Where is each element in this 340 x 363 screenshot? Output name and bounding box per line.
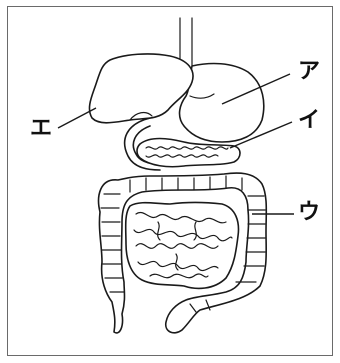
label-e: エ [30,118,52,140]
liver [89,54,193,123]
label-u: ウ [298,202,320,224]
label-a: ア [298,61,320,83]
leader-line-e [58,108,96,128]
label-i: イ [298,110,320,132]
small-intestine [126,203,239,289]
